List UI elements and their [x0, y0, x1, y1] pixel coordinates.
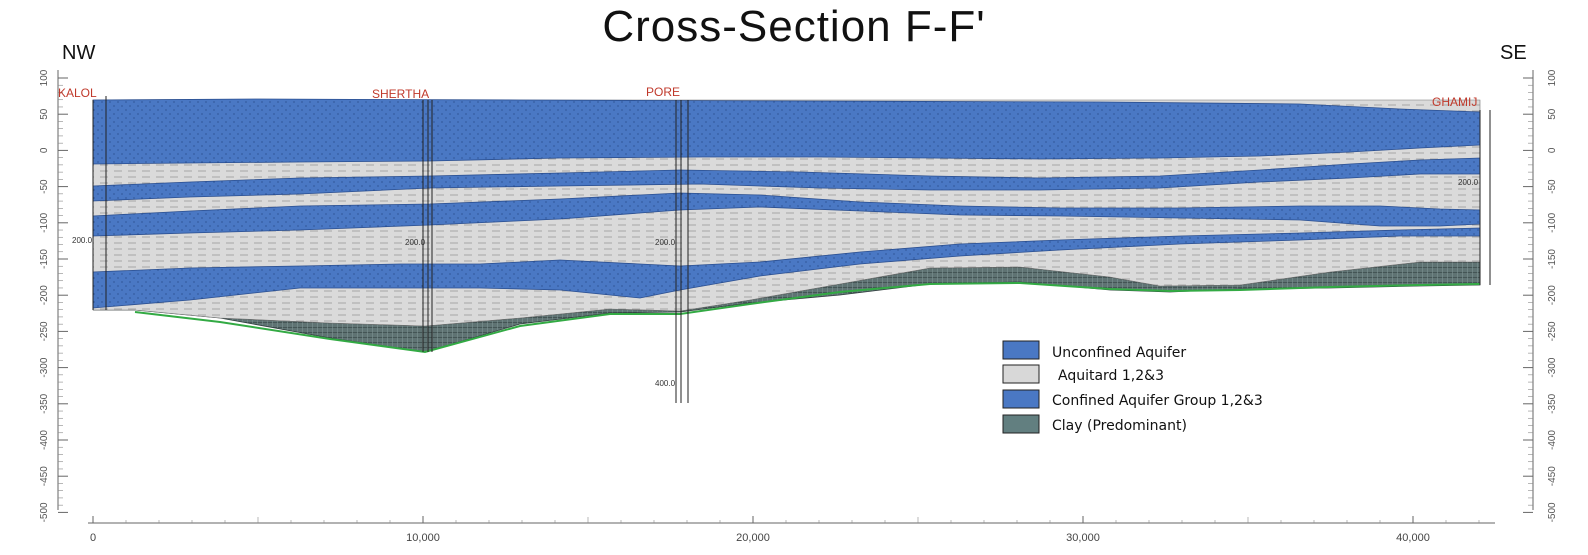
direction-nw-label: NW: [62, 42, 96, 64]
y-tick-label: -350: [39, 393, 50, 413]
well-depth-label: 200.0: [1458, 178, 1479, 187]
y-tick-label: -200: [39, 285, 50, 305]
left-y-axis: 100 50 0 -50 -100 -150 -200 -250 -300 -350 -400 -45…: [39, 69, 68, 522]
y-tick-label: -450: [39, 466, 50, 486]
well-label-ghamij: GHAMIJ: [1432, 95, 1477, 109]
legend-label-aquitard: Aquitard 1,2&3: [1058, 368, 1164, 384]
y-tick-label: 0: [39, 147, 50, 153]
y-tick-label: -50: [39, 179, 50, 194]
y-tick-label: 50: [39, 108, 50, 120]
right-y-axis: 100 50 0 -50 -100 -150 -200 -250 -300 -350 -400 -45…: [1523, 69, 1558, 522]
well-depth-label: 200.0: [655, 238, 676, 247]
well-depth-label: 200.0: [72, 236, 93, 245]
diagram-title: Cross-Section F-F': [602, 2, 986, 51]
x-axis: 0 10,000 20,000 30,000 40,000: [88, 516, 1495, 544]
legend-label-unconfined: Unconfined Aquifer: [1052, 345, 1186, 361]
y-tick-label: -150: [1547, 249, 1558, 269]
well-label-kalol: KALOL: [58, 86, 97, 100]
legend-swatch-confined: [1002, 389, 1040, 409]
y-tick-label: 0: [1547, 147, 1558, 153]
direction-se-label: SE: [1500, 42, 1527, 64]
y-tick-label: -50: [1547, 179, 1558, 194]
y-tick-label: -250: [39, 321, 50, 341]
well-depth-label: 400.0: [655, 379, 676, 388]
y-tick-label: -500: [39, 502, 50, 522]
y-tick-label: -400: [1547, 430, 1558, 450]
x-tick-label: 20,000: [736, 532, 770, 544]
legend-label-confined: Confined Aquifer Group 1,2&3: [1052, 393, 1263, 409]
legend-swatch-clay: [1002, 414, 1040, 434]
unconfined-aquifer-layer: [92, 98, 1481, 165]
y-tick-label: 50: [1547, 108, 1558, 120]
x-tick-label: 0: [90, 532, 96, 544]
y-tick-label: -250: [1547, 321, 1558, 341]
legend-swatch-aquitard: [1002, 364, 1040, 384]
y-tick-label: -200: [1547, 285, 1558, 305]
legend-swatch-unconfined: [1002, 340, 1040, 360]
y-tick-label: -400: [39, 430, 50, 450]
legend-label-clay: Clay (Predominant): [1052, 418, 1187, 434]
y-tick-label: 100: [39, 69, 50, 86]
y-tick-label: 100: [1547, 69, 1558, 86]
well-depth-label: 200.0: [405, 238, 426, 247]
y-tick-label: -500: [1547, 502, 1558, 522]
basement-line: [134, 281, 1481, 354]
y-tick-label: -100: [39, 212, 50, 232]
y-tick-label: -300: [1547, 357, 1558, 377]
well-bores: [92, 96, 1491, 403]
y-tick-label: -450: [1547, 466, 1558, 486]
x-tick-label: 30,000: [1066, 532, 1100, 544]
x-tick-label: 40,000: [1396, 532, 1430, 544]
y-tick-label: -100: [1547, 212, 1558, 232]
well-label-pore: PORE: [646, 85, 680, 99]
x-tick-label: 10,000: [406, 532, 440, 544]
y-tick-label: -150: [39, 249, 50, 269]
well-label-shertha: SHERTHA: [372, 87, 429, 101]
y-tick-label: -300: [39, 357, 50, 377]
legend: Unconfined Aquifer Aquitard 1,2&3 Confin…: [1002, 340, 1263, 434]
y-tick-label: -350: [1547, 393, 1558, 413]
